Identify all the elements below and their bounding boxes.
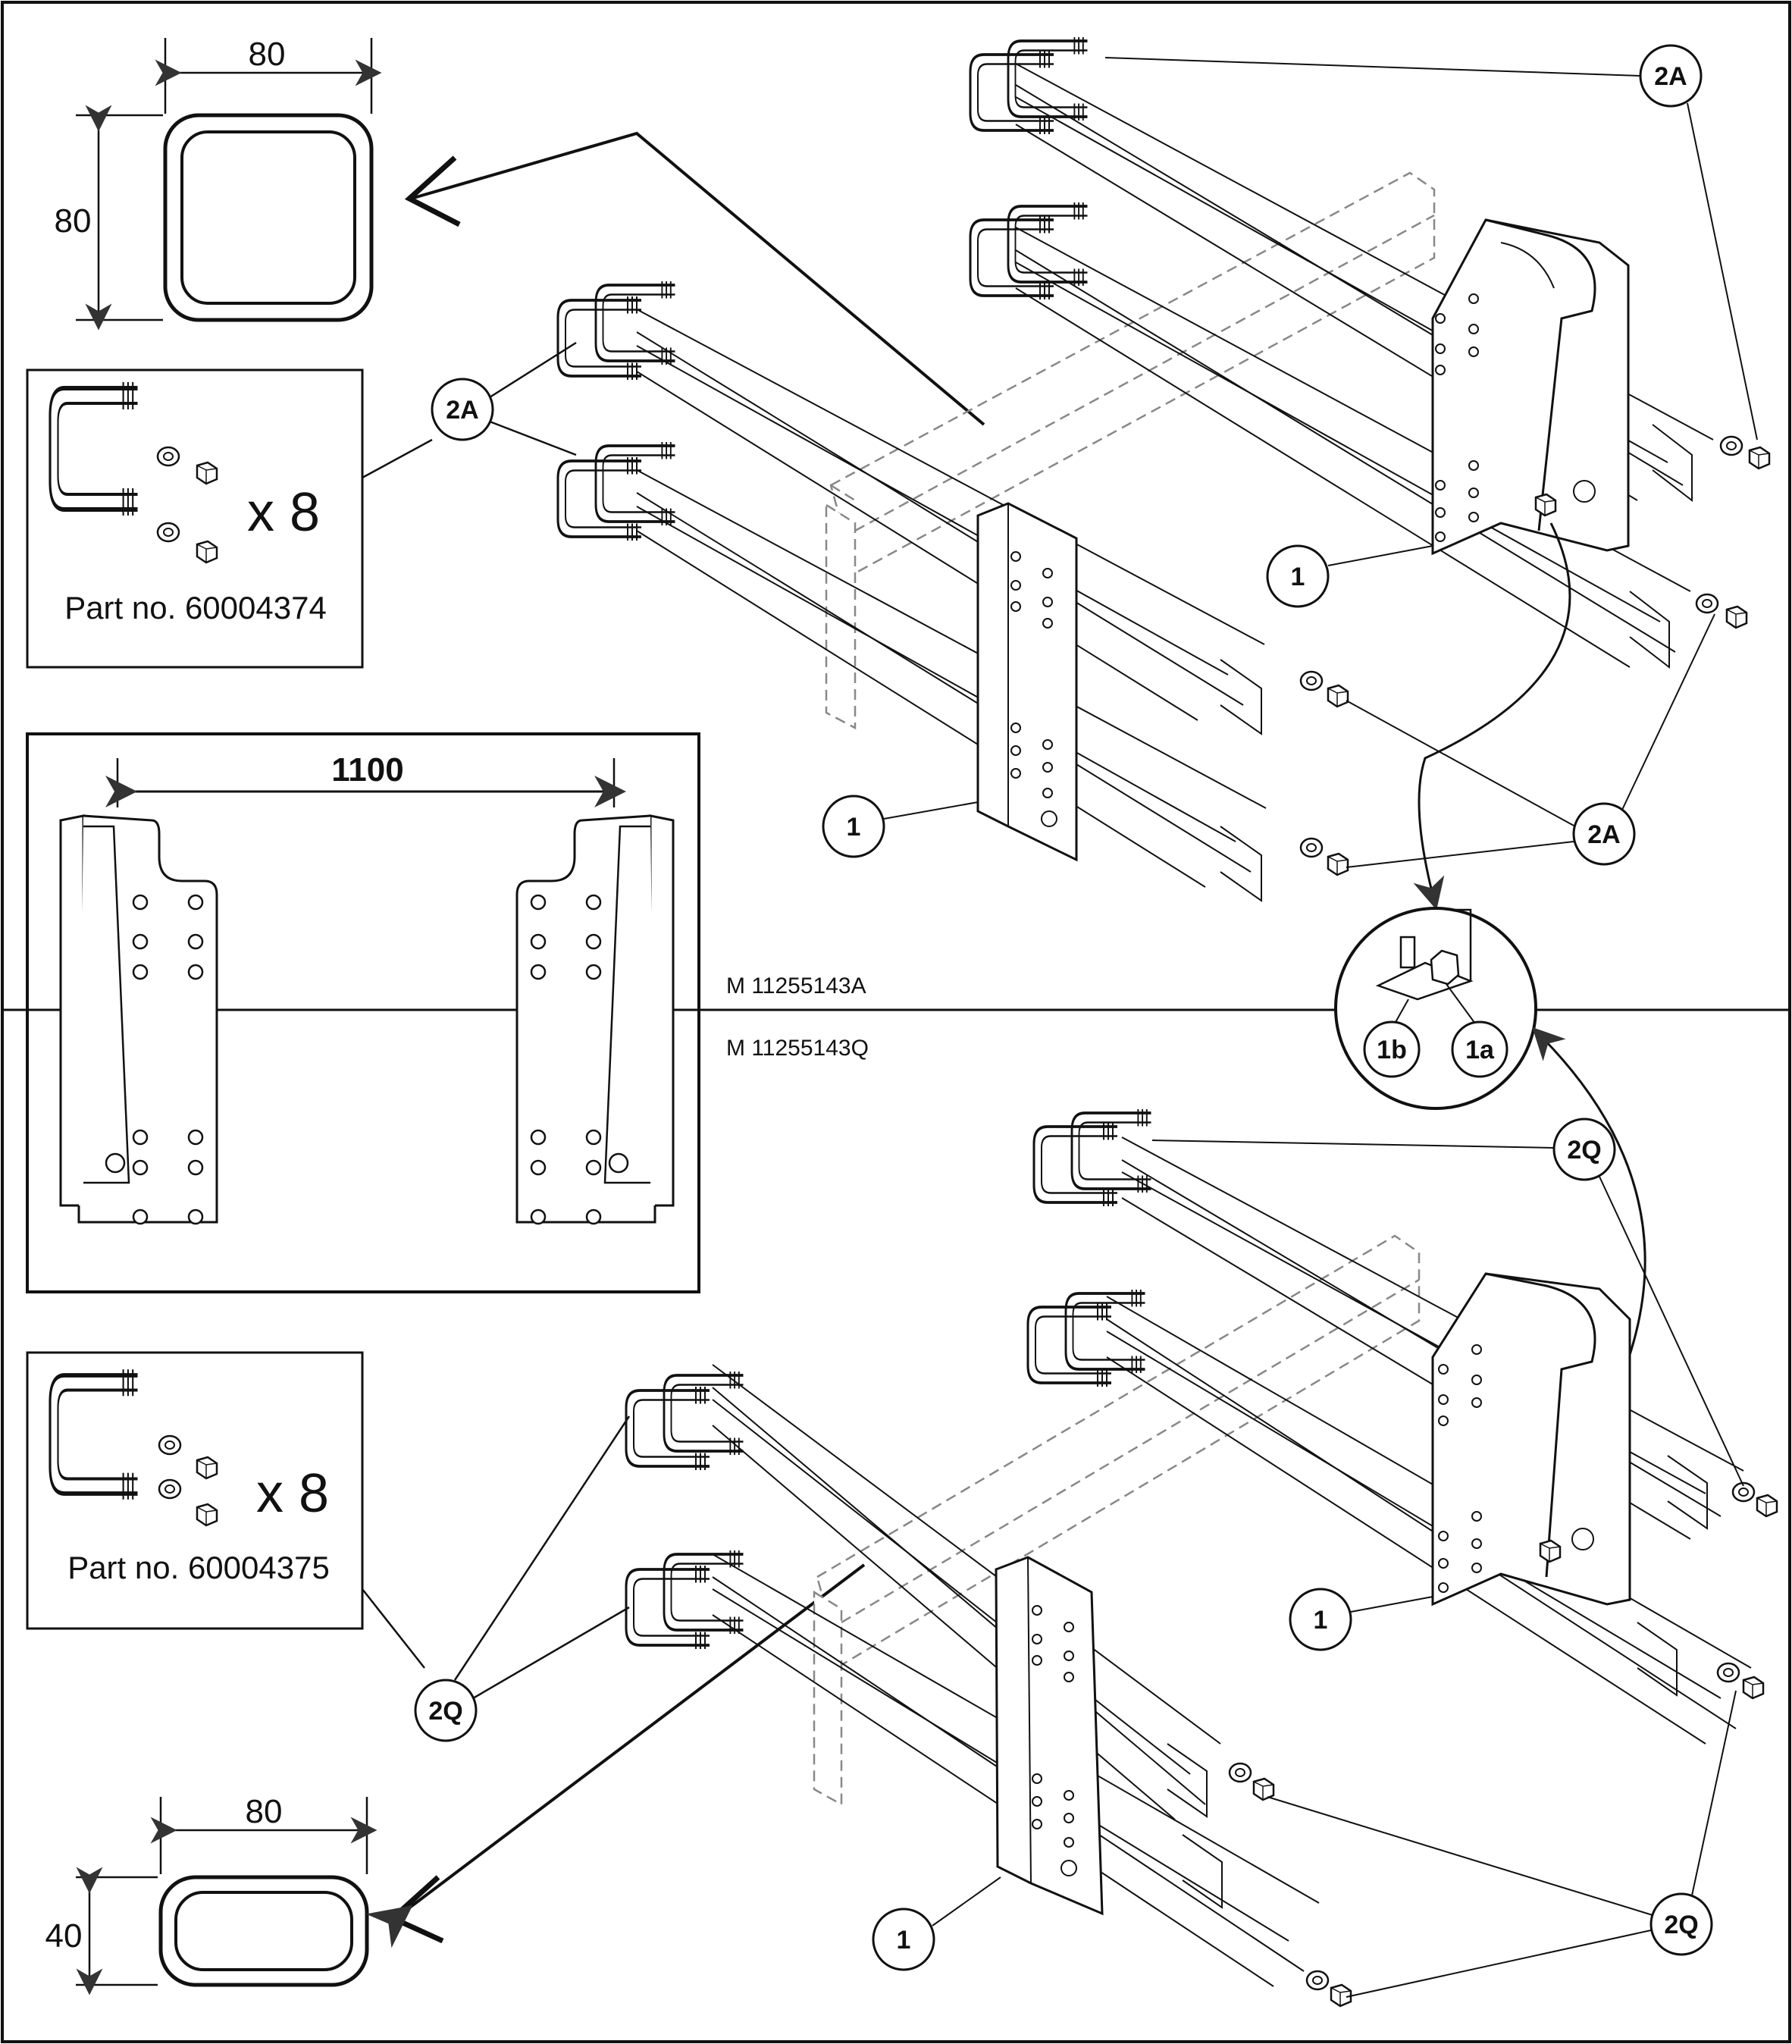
svg-text:2A: 2A xyxy=(1654,62,1687,91)
kit-box-top xyxy=(26,368,364,669)
kit-bottom-part-number: Part no. 60004375 xyxy=(67,1550,330,1585)
bracket-left-bottom xyxy=(995,1556,1104,1916)
bracket-icon xyxy=(59,814,675,1225)
square-tube-icon xyxy=(76,38,985,426)
svg-text:1: 1 xyxy=(897,1926,911,1955)
svg-text:1: 1 xyxy=(1314,1606,1328,1635)
washer-icon xyxy=(156,446,180,543)
callout-1-bottom-left: 1 xyxy=(872,1908,935,1971)
kit-top-quantity: x 8 xyxy=(247,482,320,543)
callout-2a-top-right: 2A xyxy=(1639,44,1703,108)
callout-1-top-right: 1 xyxy=(1266,544,1330,608)
profile-top-height: 80 xyxy=(55,202,92,240)
model-code-top: M 11255143A xyxy=(726,973,866,998)
kit-top-part-number: Part no. 60004374 xyxy=(64,590,327,625)
callout-2q-left: 2Q xyxy=(414,1679,478,1742)
assembly-top: 2A 2A 1 1 xyxy=(556,36,1771,911)
svg-text:2A: 2A xyxy=(446,396,478,425)
svg-text:1a: 1a xyxy=(1465,1036,1495,1064)
model-code-bottom: M 11255143Q xyxy=(726,1036,869,1061)
callout-1a: 1a xyxy=(1451,1020,1508,1078)
nut-icon-bottom xyxy=(196,1456,218,1527)
profile-bottom-width: 80 xyxy=(246,1793,283,1830)
svg-text:2Q: 2Q xyxy=(428,1697,462,1726)
nut-icon xyxy=(196,461,218,564)
bracket-right-top xyxy=(1431,218,1630,556)
svg-text:2A: 2A xyxy=(1587,820,1620,849)
svg-text:2Q: 2Q xyxy=(1567,1136,1601,1165)
profile-bottom-height: 40 xyxy=(45,1917,83,1955)
svg-text:1: 1 xyxy=(847,813,861,842)
callout-2a-mid-right: 2A xyxy=(1572,802,1636,866)
callout-2q-bottom-right: 2Q xyxy=(1649,1892,1713,1956)
callout-2a-left: 2A xyxy=(431,378,494,441)
u-bolt-icon xyxy=(50,382,138,516)
kit-bottom-quantity: x 8 xyxy=(256,1463,329,1524)
svg-text:1b: 1b xyxy=(1377,1036,1407,1064)
profile-top-width: 80 xyxy=(249,36,286,73)
svg-text:1: 1 xyxy=(1291,563,1305,591)
callout-1-bottom-right: 1 xyxy=(1289,1588,1352,1651)
kit-box-bottom xyxy=(26,1351,364,1630)
bracket-right-bottom xyxy=(1431,1272,1631,1607)
spacing-value: 1100 xyxy=(331,751,403,788)
assembly-bottom: 2Q 2Q 1 1 xyxy=(625,1027,1778,2008)
flat-tube-icon xyxy=(76,1563,866,1995)
detail-view: 1b 1a xyxy=(1334,907,1537,1110)
bracket-left-top xyxy=(976,502,1078,862)
callout-1-top-left: 1 xyxy=(822,795,885,858)
svg-text:2Q: 2Q xyxy=(1664,1911,1698,1939)
washer-icon-bottom xyxy=(158,1434,182,1500)
spacing-box xyxy=(26,732,700,1293)
u-bolt-icon-bottom xyxy=(50,1369,138,1500)
callout-2q-top-right: 2Q xyxy=(1552,1118,1616,1181)
callout-1b: 1b xyxy=(1363,1020,1421,1078)
